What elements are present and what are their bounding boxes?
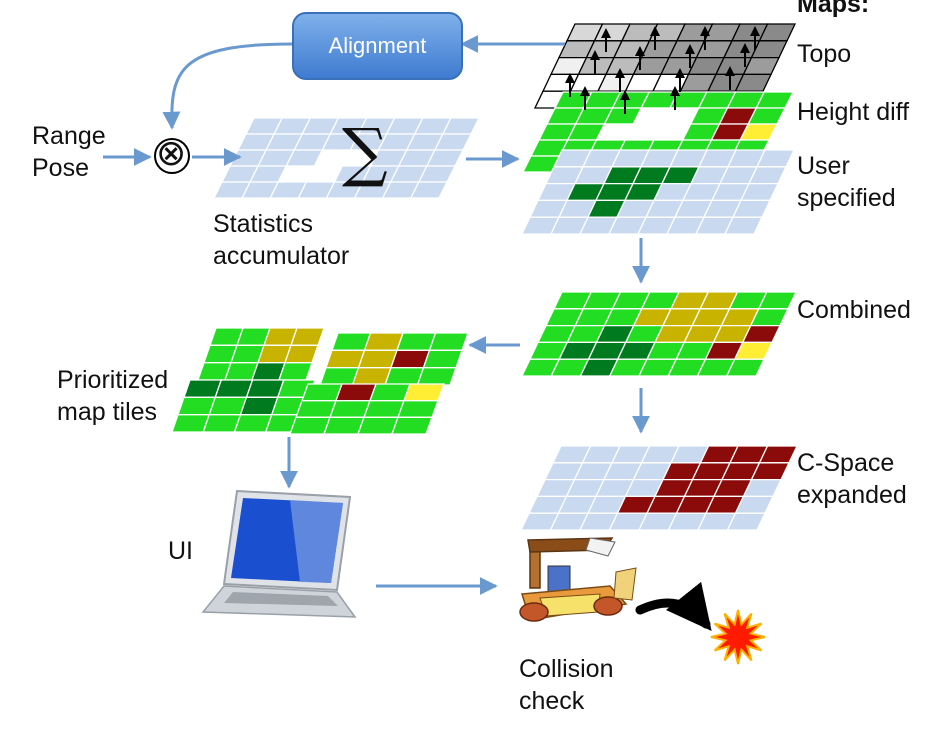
topo-arrows — [565, 26, 760, 114]
grid-cell — [369, 383, 411, 402]
label-statistics: Statistics — [213, 210, 314, 238]
grid-cell — [391, 416, 433, 435]
grid-cell — [289, 416, 331, 435]
grid-cell — [357, 416, 399, 435]
grid-cell — [290, 327, 325, 346]
explosion-icon — [710, 609, 766, 665]
label-range: Range — [32, 122, 106, 150]
grid-cell — [284, 344, 319, 364]
label-height-diff: Height diff — [797, 98, 910, 126]
label-pose: Pose — [32, 154, 89, 182]
label-topo: Topo — [797, 40, 852, 68]
grid-cell — [335, 383, 377, 402]
grid-cell — [403, 383, 445, 402]
grid-cell — [723, 216, 764, 235]
sum-symbol: ∑ — [342, 116, 388, 190]
label-collision: Collision — [519, 655, 614, 683]
collision-arrow — [635, 581, 712, 632]
tile-bottom-right — [289, 383, 445, 435]
combine-symbol: ⊗ — [156, 132, 187, 173]
grid-cell — [329, 400, 371, 418]
combine-circle — [154, 138, 190, 174]
grid-cell — [295, 400, 337, 418]
grid-cell — [397, 400, 439, 418]
grid-cell — [363, 400, 405, 418]
grid-cell — [409, 181, 449, 199]
grid-cell — [323, 416, 365, 435]
tile-top-right — [319, 332, 469, 386]
label-combined: Combined — [797, 296, 911, 324]
grid-cell — [301, 383, 343, 402]
laptop-icon — [201, 489, 357, 618]
label-user-specified-2: specified — [797, 184, 896, 212]
combined-layer — [520, 291, 798, 377]
label-ui: UI — [168, 537, 193, 565]
alignment-label: Alignment — [328, 33, 427, 58]
car-icon — [519, 537, 637, 622]
alignment-box: Alignment — [292, 12, 463, 80]
label-cspace-2: expanded — [797, 481, 907, 509]
grid-cell — [278, 362, 313, 381]
label-map-tiles: map tiles — [57, 398, 158, 426]
grid-cell — [725, 358, 766, 377]
grid-cell — [428, 332, 469, 351]
label-check: check — [519, 687, 585, 715]
label-accumulator: accumulator — [213, 242, 350, 270]
grid-cell — [416, 367, 457, 386]
tile-bottom-left — [171, 379, 316, 433]
tile-top-left — [197, 327, 325, 381]
label-cspace-1: C-Space — [797, 449, 895, 477]
arrow-alignment-to-combine — [162, 42, 293, 130]
label-user-specified-1: User — [797, 152, 850, 180]
grid-cell — [422, 349, 463, 369]
user-specified-layer — [520, 149, 796, 235]
grid-cell — [726, 512, 767, 531]
label-prioritized: Prioritized — [57, 366, 169, 394]
maps-header: Maps: — [797, 0, 870, 18]
cspace-layer — [519, 445, 799, 531]
accumulator-grid — [212, 117, 481, 199]
